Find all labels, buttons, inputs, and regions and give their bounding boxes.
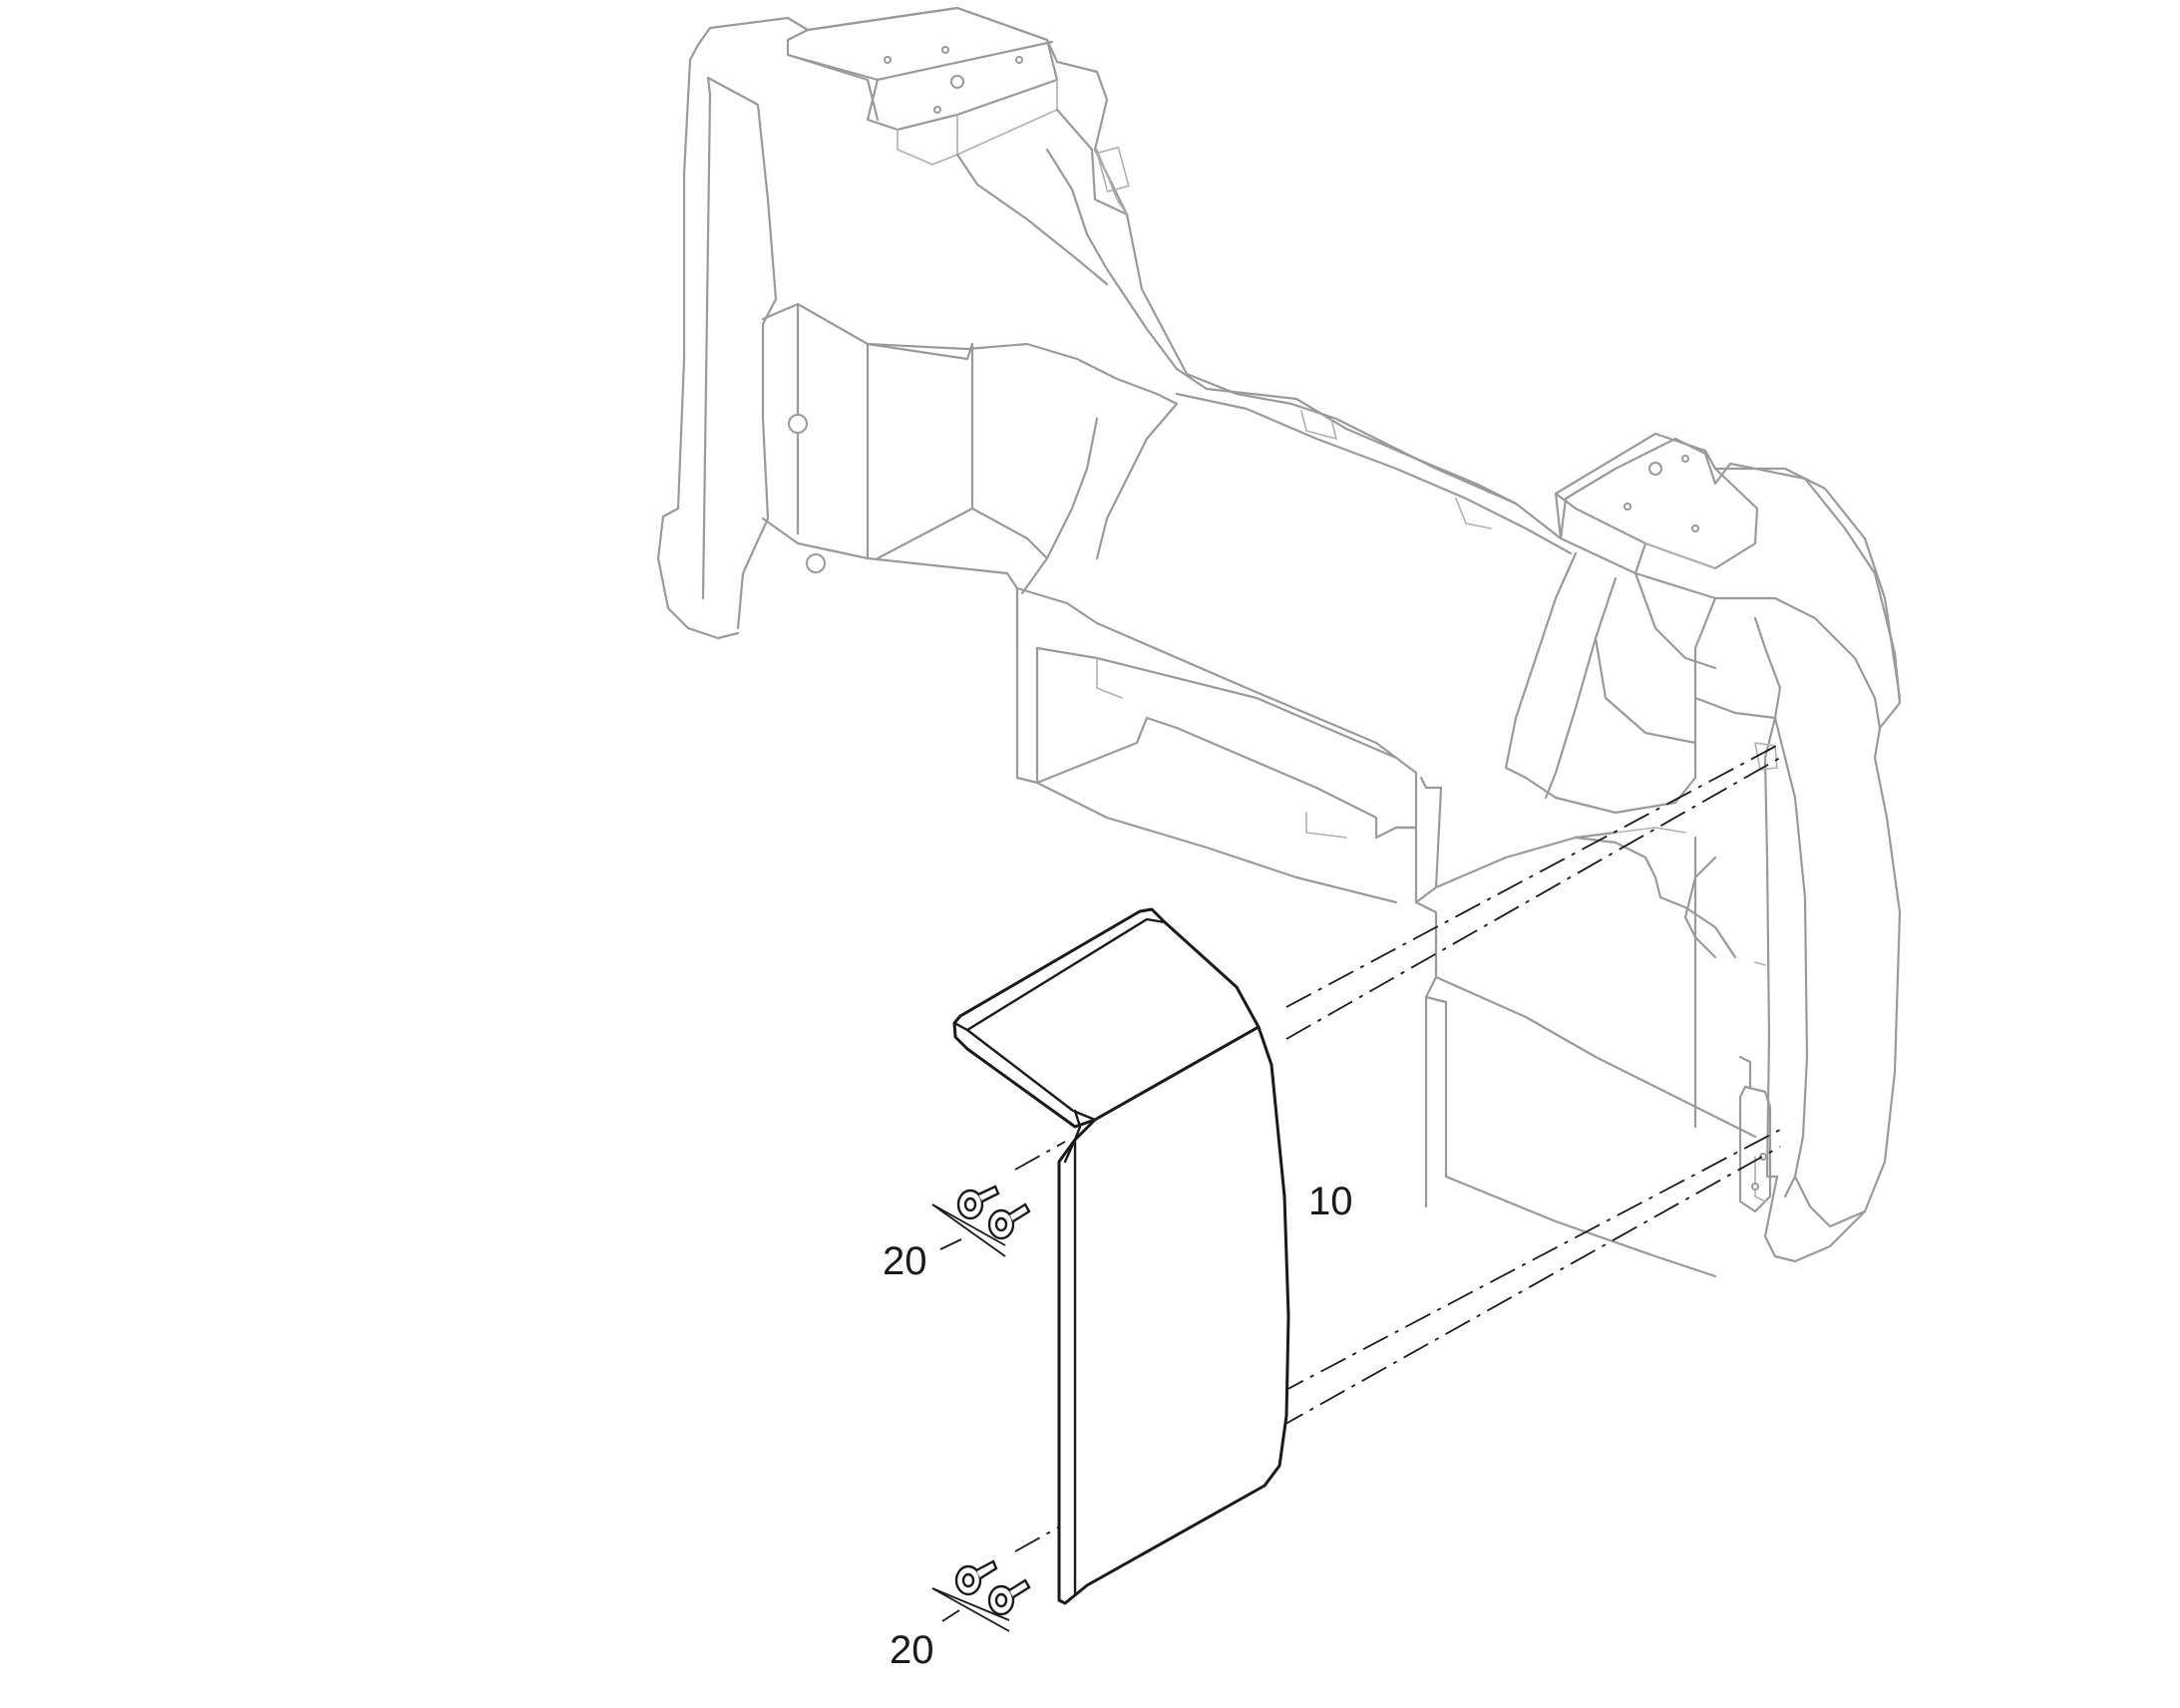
cover-panel: [952, 907, 1290, 1605]
bolt-icon: [987, 1578, 1031, 1616]
counterweight-frame: [656, 6, 1902, 1278]
bolt-icon: [954, 1559, 998, 1596]
callout-bolts-upper-part-number: 20: [883, 1239, 927, 1283]
bolt-icon: [956, 1185, 1000, 1220]
bolt-pair-upper: [931, 1185, 1031, 1257]
callout-bolts-lower-part-number: 20: [890, 1628, 934, 1672]
bolt-pair-lower: [931, 1559, 1031, 1632]
assembly-centerlines: [1014, 743, 1781, 1552]
callout-cover-part-number: 10: [1308, 1180, 1353, 1223]
bolt-icon: [987, 1202, 1031, 1240]
